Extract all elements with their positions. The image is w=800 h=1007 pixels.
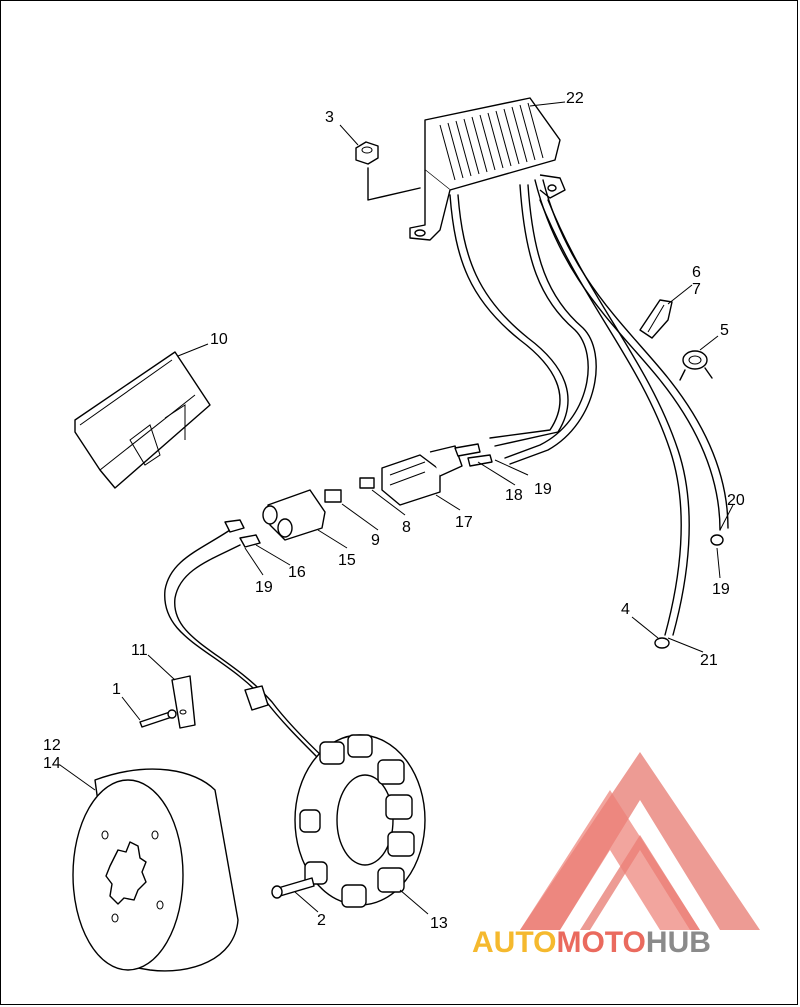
callout-22: 21 xyxy=(700,652,718,669)
callout-20: 19 xyxy=(712,581,730,598)
connector-housing xyxy=(381,445,463,506)
callout-4: 4 xyxy=(621,601,630,618)
callout-21: 20 xyxy=(727,492,745,509)
callout-numbers: 3 22 6 7 5 10 18 19 17 8 9 15 16 19 20 1… xyxy=(43,90,745,932)
watermark-logo xyxy=(520,752,760,930)
callout-18: 18 xyxy=(505,487,523,504)
leader-lines xyxy=(59,101,734,915)
watermark-hub: HUB xyxy=(646,926,711,959)
screw xyxy=(139,709,177,728)
callout-13: 13 xyxy=(430,915,448,932)
callout-5: 5 xyxy=(720,322,729,339)
connector-cover xyxy=(74,351,211,489)
callout-1: 1 xyxy=(112,681,121,698)
ring-terminal xyxy=(654,637,670,649)
callout-3: 3 xyxy=(325,109,334,126)
callout-17: 17 xyxy=(455,514,473,531)
callout-12: 12 xyxy=(43,737,61,754)
callout-15: 15 xyxy=(338,552,356,569)
ring-terminal xyxy=(710,534,724,546)
regulator-wires xyxy=(449,179,729,636)
callout-19-lower: 19 xyxy=(255,579,273,596)
callout-7: 7 xyxy=(692,281,701,298)
rotor xyxy=(72,768,239,972)
callout-8: 8 xyxy=(402,519,411,536)
stator-wires xyxy=(164,519,327,761)
wire-bracket xyxy=(171,675,196,729)
stator xyxy=(294,734,426,908)
watermark-text: AUTOMOTOHUB xyxy=(472,926,711,959)
watermark-auto: AUTO xyxy=(472,926,556,959)
callout-14: 14 xyxy=(43,755,61,772)
wire-clip xyxy=(639,299,673,339)
callout-23: 22 xyxy=(566,90,584,107)
terminal-lock xyxy=(359,477,375,489)
cable-strap xyxy=(679,350,713,381)
nut xyxy=(355,141,421,201)
voltage-regulator xyxy=(409,97,566,241)
callout-6: 6 xyxy=(692,264,701,281)
callout-10: 10 xyxy=(210,331,228,348)
bolt xyxy=(271,877,315,899)
callout-9: 9 xyxy=(371,532,380,549)
callout-19-upper: 19 xyxy=(534,481,552,498)
callout-11: 11 xyxy=(131,642,148,659)
callout-16: 16 xyxy=(288,564,306,581)
callout-2: 2 xyxy=(317,912,326,929)
watermark-moto: MOTO xyxy=(556,926,645,959)
terminal-18 xyxy=(454,443,493,467)
connector-plug xyxy=(262,489,326,541)
terminal-pin xyxy=(324,489,342,503)
